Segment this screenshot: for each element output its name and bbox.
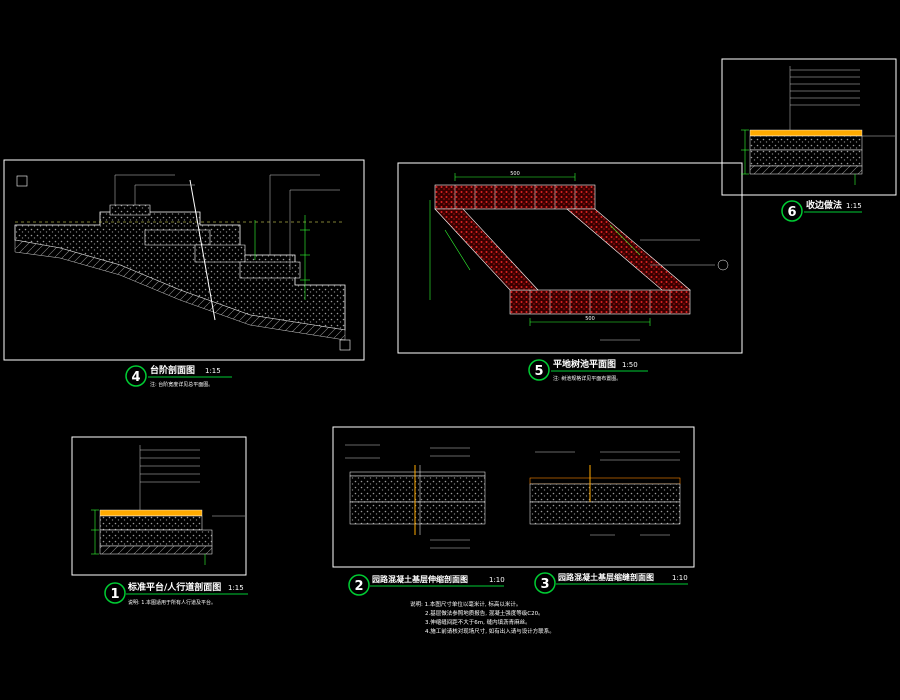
detail-2-scale: 1:10 <box>489 576 505 584</box>
detail-1-number: 1 <box>110 587 119 602</box>
detail-2-number: 2 <box>354 579 363 594</box>
detail-5-note: 注: 树池规格详见平面布置图。 <box>553 375 621 382</box>
detail-3-title-text: 园路混凝土基层缩缝剖面图 <box>558 572 654 582</box>
detail-4-title: 4 台阶剖面图 1:15 注: 台阶宽度详见总平面图。 <box>125 364 232 388</box>
detail-4-note: 注: 台阶宽度详见总平面图。 <box>150 381 213 388</box>
detail-1-frame <box>71 436 247 576</box>
detail-1-title-text: 标准平台/人行道剖面图 <box>127 581 221 593</box>
detail-6-title: 6 收边做法 1:15 <box>781 199 862 222</box>
general-note-4: 4.施工前请核对现场尺寸, 如有出入请与设计方联系。 <box>425 627 555 635</box>
detail-1-title: 1 标准平台/人行道剖面图 1:15 说明: 1.本图适用于所有人行道及平台。 <box>104 581 248 606</box>
plan-dim-bottom: 500 <box>585 316 595 322</box>
detail-6-scale: 1:15 <box>846 202 862 210</box>
general-note-1: 说明: 1.本图尺寸单位以毫米计, 标高以米计。 <box>410 600 521 608</box>
detail-4-number: 4 <box>131 370 140 385</box>
detail-4-frame <box>3 159 365 361</box>
detail-6-frame <box>721 58 897 196</box>
detail-3-number: 3 <box>540 577 549 592</box>
general-note-2: 2.基层做法参照地质报告, 混凝土强度等级C20。 <box>425 609 544 617</box>
detail-4-title-text: 台阶剖面图 <box>150 364 195 376</box>
detail-2-title-text: 园路混凝土基层伸缩剖面图 <box>372 574 468 584</box>
plan-dim-top: 500 <box>510 171 520 177</box>
detail-5-frame: 500 500 <box>397 162 743 354</box>
detail-5-title: 5 平地树池平面图 1:50 注: 树池规格详见平面布置图。 <box>528 358 648 382</box>
detail-4-scale: 1:15 <box>205 367 221 375</box>
general-notes: 说明: 1.本图尺寸单位以毫米计, 标高以米计。 2.基层做法参照地质报告, 混… <box>410 600 555 635</box>
detail-6-number: 6 <box>787 205 796 220</box>
detail-1-note: 说明: 1.本图适用于所有人行道及平台。 <box>128 599 216 606</box>
detail-1-scale: 1:15 <box>228 584 244 592</box>
detail-5-number: 5 <box>534 364 543 379</box>
detail-2-3-frame <box>332 426 695 568</box>
detail-3-title: 3 园路混凝土基层缩缝剖面图 1:10 <box>534 572 688 594</box>
detail-2-title: 2 园路混凝土基层伸缩剖面图 1:10 <box>348 574 505 596</box>
general-note-3: 3.伸缩缝间距不大于6m, 缝内填沥青麻丝。 <box>425 618 531 626</box>
detail-5-scale: 1:50 <box>622 361 638 369</box>
detail-3-scale: 1:10 <box>672 574 688 582</box>
detail-5-title-text: 平地树池平面图 <box>553 358 616 370</box>
detail-6-title-text: 收边做法 <box>806 199 842 211</box>
